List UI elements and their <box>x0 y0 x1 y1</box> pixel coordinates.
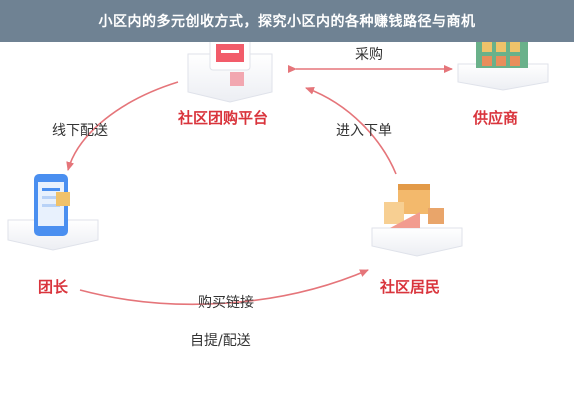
arrow-buy-link <box>79 269 369 306</box>
node-label-residents: 社区居民 <box>380 278 441 296</box>
edge-label-offline-delivery: 线下配送 <box>52 123 108 139</box>
diagram-canvas: 社区团购平台 供应商 团长 社区居民 采购 线下配送 进入下单 购买链接 自提/… <box>0 42 574 400</box>
node-label-supplier: 供应商 <box>473 109 519 127</box>
page-title: 小区内的多元创收方式，探究小区内的各种赚钱路径与商机 <box>98 14 476 30</box>
node-label-platform: 社区团购平台 <box>178 109 269 127</box>
header-bar: 小区内的多元创收方式，探究小区内的各种赚钱路径与商机 <box>0 0 574 42</box>
residents-icon <box>371 184 463 257</box>
edge-label-purchase: 采购 <box>355 47 383 63</box>
diagram-links <box>7 42 549 306</box>
edge-label-buy-link: 购买链接 <box>198 295 254 311</box>
leader-icon <box>7 174 99 251</box>
edge-label-self-pickup: 自提/配送 <box>190 333 251 349</box>
arrow-place-order <box>305 86 397 175</box>
edge-label-place-order: 进入下单 <box>336 123 392 139</box>
platform-icon <box>187 42 273 103</box>
node-label-leader: 团长 <box>38 278 69 296</box>
arrow-offline-delivery <box>66 81 179 171</box>
supplier-icon <box>457 42 549 91</box>
